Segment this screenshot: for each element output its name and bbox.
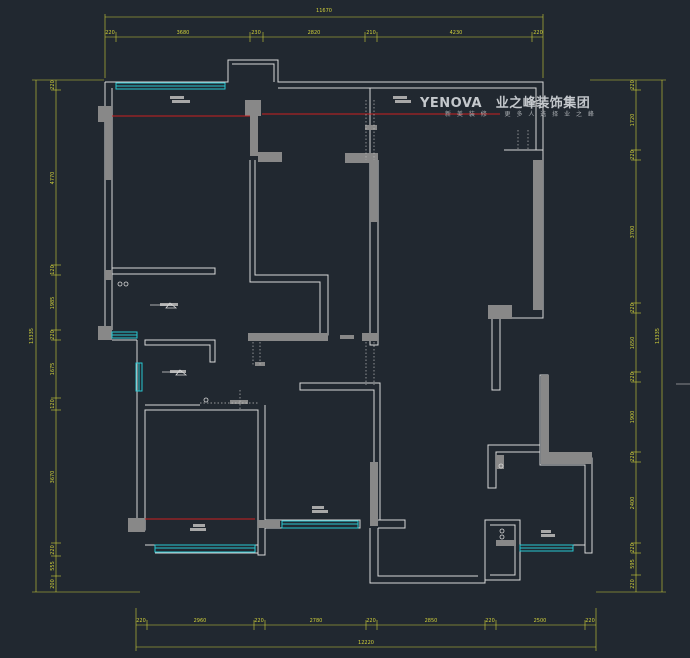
beam-lines: [112, 113, 500, 520]
dim-right-seg: 220: [630, 303, 636, 313]
dim-left-seg: 4770: [50, 172, 56, 185]
dim-bottom-seg: 220: [136, 618, 146, 624]
dim-right-seg: 220: [630, 543, 636, 553]
dim-right-seg: 220: [630, 80, 636, 90]
dim-top-seg: 220: [533, 30, 543, 36]
dim-top-seg: 220: [105, 30, 115, 36]
dim-right-seg: 595: [630, 559, 636, 569]
dim-left-seg: 220: [50, 80, 56, 90]
drain-icon: [117, 281, 123, 287]
level-marker-icon: [162, 369, 188, 376]
dim-bottom-seg: 2960: [194, 618, 207, 624]
dim-left-seg: 1675: [50, 363, 56, 376]
drain-icon: [498, 463, 504, 469]
dim-right-seg: 220: [630, 579, 636, 589]
window: [154, 544, 256, 553]
dim-left-seg: 1985: [50, 297, 56, 310]
brand-watermark: YENOVA 业之峰装饰集团 新 美 装 修 更 多 人 选 择 业 之 峰: [420, 92, 594, 118]
dim-bottom-seg: 2850: [425, 618, 438, 624]
drain-icon: [499, 534, 505, 540]
dim-right-seg: 220: [630, 452, 636, 462]
dim-left-seg: 220: [50, 545, 56, 555]
dim-bottom-seg: 220: [366, 618, 376, 624]
dim-right-seg: 220: [630, 372, 636, 382]
brand-slogan: 新 美 装 修 更 多 人 选 择 业 之 峰: [445, 111, 596, 118]
dimension-lines: [32, 14, 690, 651]
windows: [111, 82, 574, 553]
dim-right-seg: 1650: [630, 337, 636, 350]
window: [281, 520, 359, 529]
dimension-labels: 11670 220 3680 230 2820 210 4230 220 220…: [29, 8, 661, 646]
brand-chinese-name: 业之峰装饰集团: [495, 96, 591, 111]
dim-top-seg: 3680: [177, 30, 190, 36]
dim-left-seg: 120: [50, 265, 56, 275]
dim-right-seg: 2400: [630, 497, 636, 510]
fixtures: [117, 281, 505, 540]
brand-name: YENOVA: [420, 96, 483, 111]
dim-right-seg: 1720: [630, 114, 636, 127]
dim-top-seg: 2820: [308, 30, 321, 36]
drain-icon: [203, 397, 209, 403]
structural-walls: [98, 100, 592, 546]
dim-right-total: 13335: [655, 328, 661, 344]
dim-bottom-seg: 220: [254, 618, 264, 624]
window: [519, 544, 574, 552]
dim-left-seg: 120: [50, 399, 56, 409]
dim-top-seg: 210: [366, 30, 376, 36]
dim-left-total: 13335: [29, 328, 35, 344]
wall-outlines: [104, 59, 593, 584]
dim-bottom-seg: 220: [585, 618, 595, 624]
dim-left-seg: 555: [50, 561, 56, 571]
dim-bottom-seg: 220: [485, 618, 495, 624]
dim-top-seg: 4230: [450, 30, 463, 36]
dim-top-total: 11670: [316, 8, 332, 14]
dim-bottom-total: 12220: [358, 640, 374, 646]
dim-right-seg: 3700: [630, 226, 636, 239]
level-marker-icon: [150, 302, 178, 309]
window: [135, 362, 143, 392]
dim-bottom-seg: 2780: [310, 618, 323, 624]
dim-bottom-seg: 2500: [534, 618, 547, 624]
window: [115, 82, 226, 90]
dim-top-seg: 230: [251, 30, 261, 36]
door-openings: [200, 100, 529, 410]
dim-left-seg: 220: [50, 330, 56, 340]
dim-right-seg: 220: [630, 150, 636, 160]
dim-left-seg: 200: [50, 579, 56, 589]
drain-icon: [123, 281, 129, 287]
dim-right-seg: 1900: [630, 411, 636, 424]
window: [111, 331, 138, 339]
drain-icon: [499, 528, 505, 534]
dim-left-seg: 3670: [50, 471, 56, 484]
